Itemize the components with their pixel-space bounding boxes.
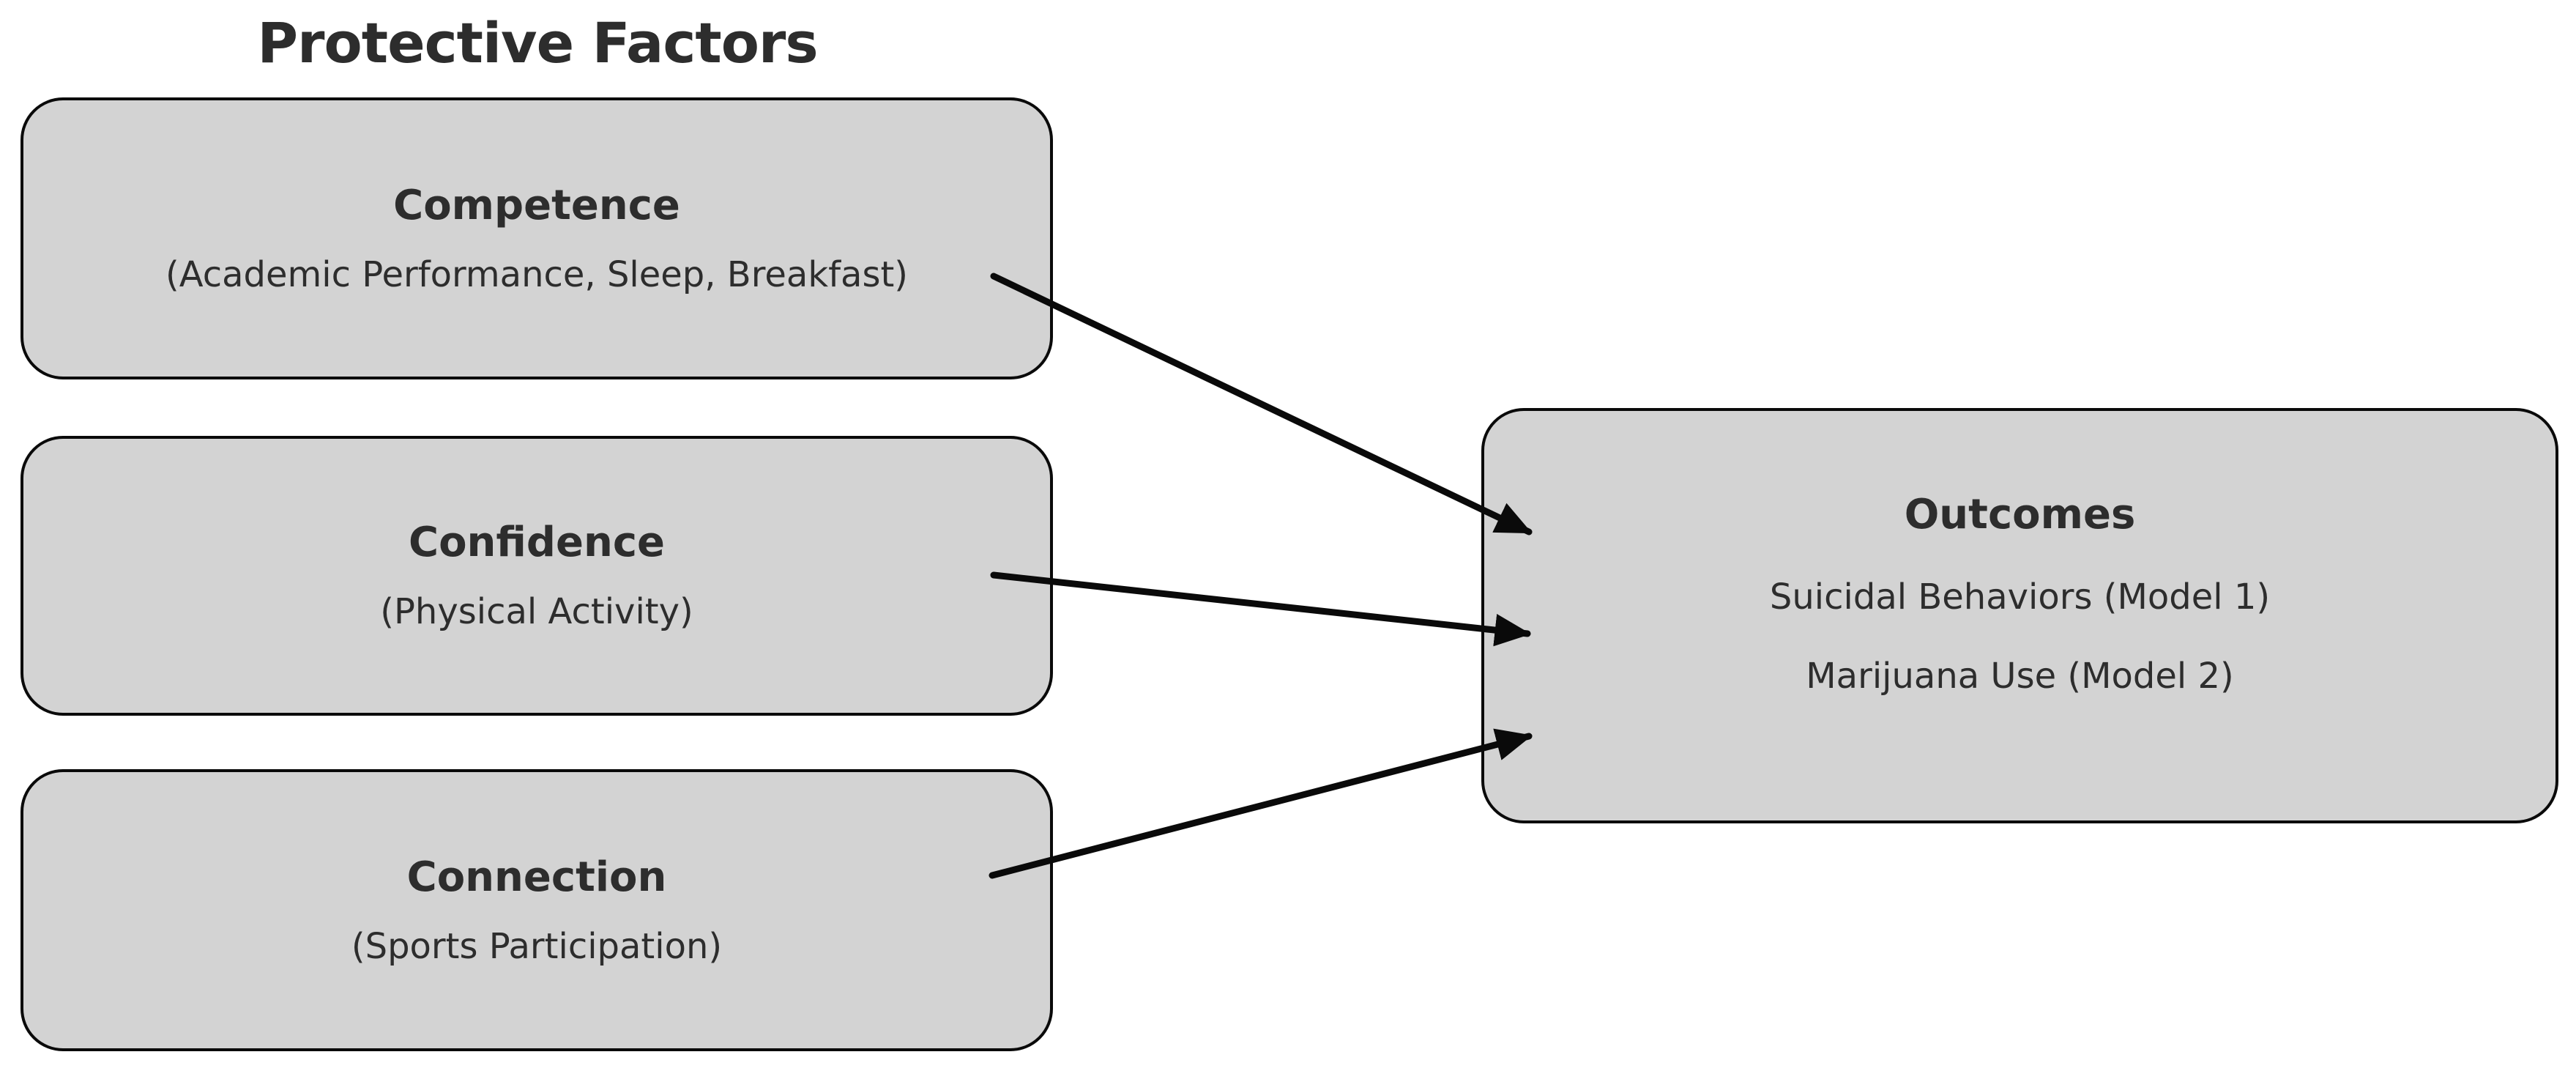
node-confidence-heading: Confidence	[408, 519, 666, 566]
arrow-competence-to-outcomes	[990, 273, 1533, 536]
arrow-connection-to-outcomes	[989, 728, 1533, 879]
diagram-title: Protective Factors	[257, 10, 818, 75]
node-confidence: Confidence (Physical Activity)	[21, 436, 1053, 716]
node-connection: Connection (Sports Participation)	[21, 769, 1053, 1051]
node-competence: Competence (Academic Performance, Sleep,…	[21, 97, 1053, 379]
node-outcomes-line2: Marijuana Use (Model 2)	[1806, 655, 2234, 697]
node-outcomes-line1: Suicidal Behaviors (Model 1)	[1769, 576, 2271, 618]
node-connection-subtext: (Sports Participation)	[351, 925, 723, 967]
node-connection-heading: Connection	[406, 853, 667, 901]
node-outcomes: Outcomes Suicidal Behaviors (Model 1) Ma…	[1481, 408, 2558, 823]
arrow-confidence-to-outcomes	[990, 571, 1531, 647]
node-competence-subtext: (Academic Performance, Sleep, Breakfast)	[165, 253, 909, 295]
node-confidence-subtext: (Physical Activity)	[380, 591, 693, 632]
node-outcomes-heading: Outcomes	[1904, 490, 2136, 538]
node-competence-heading: Competence	[393, 181, 680, 229]
